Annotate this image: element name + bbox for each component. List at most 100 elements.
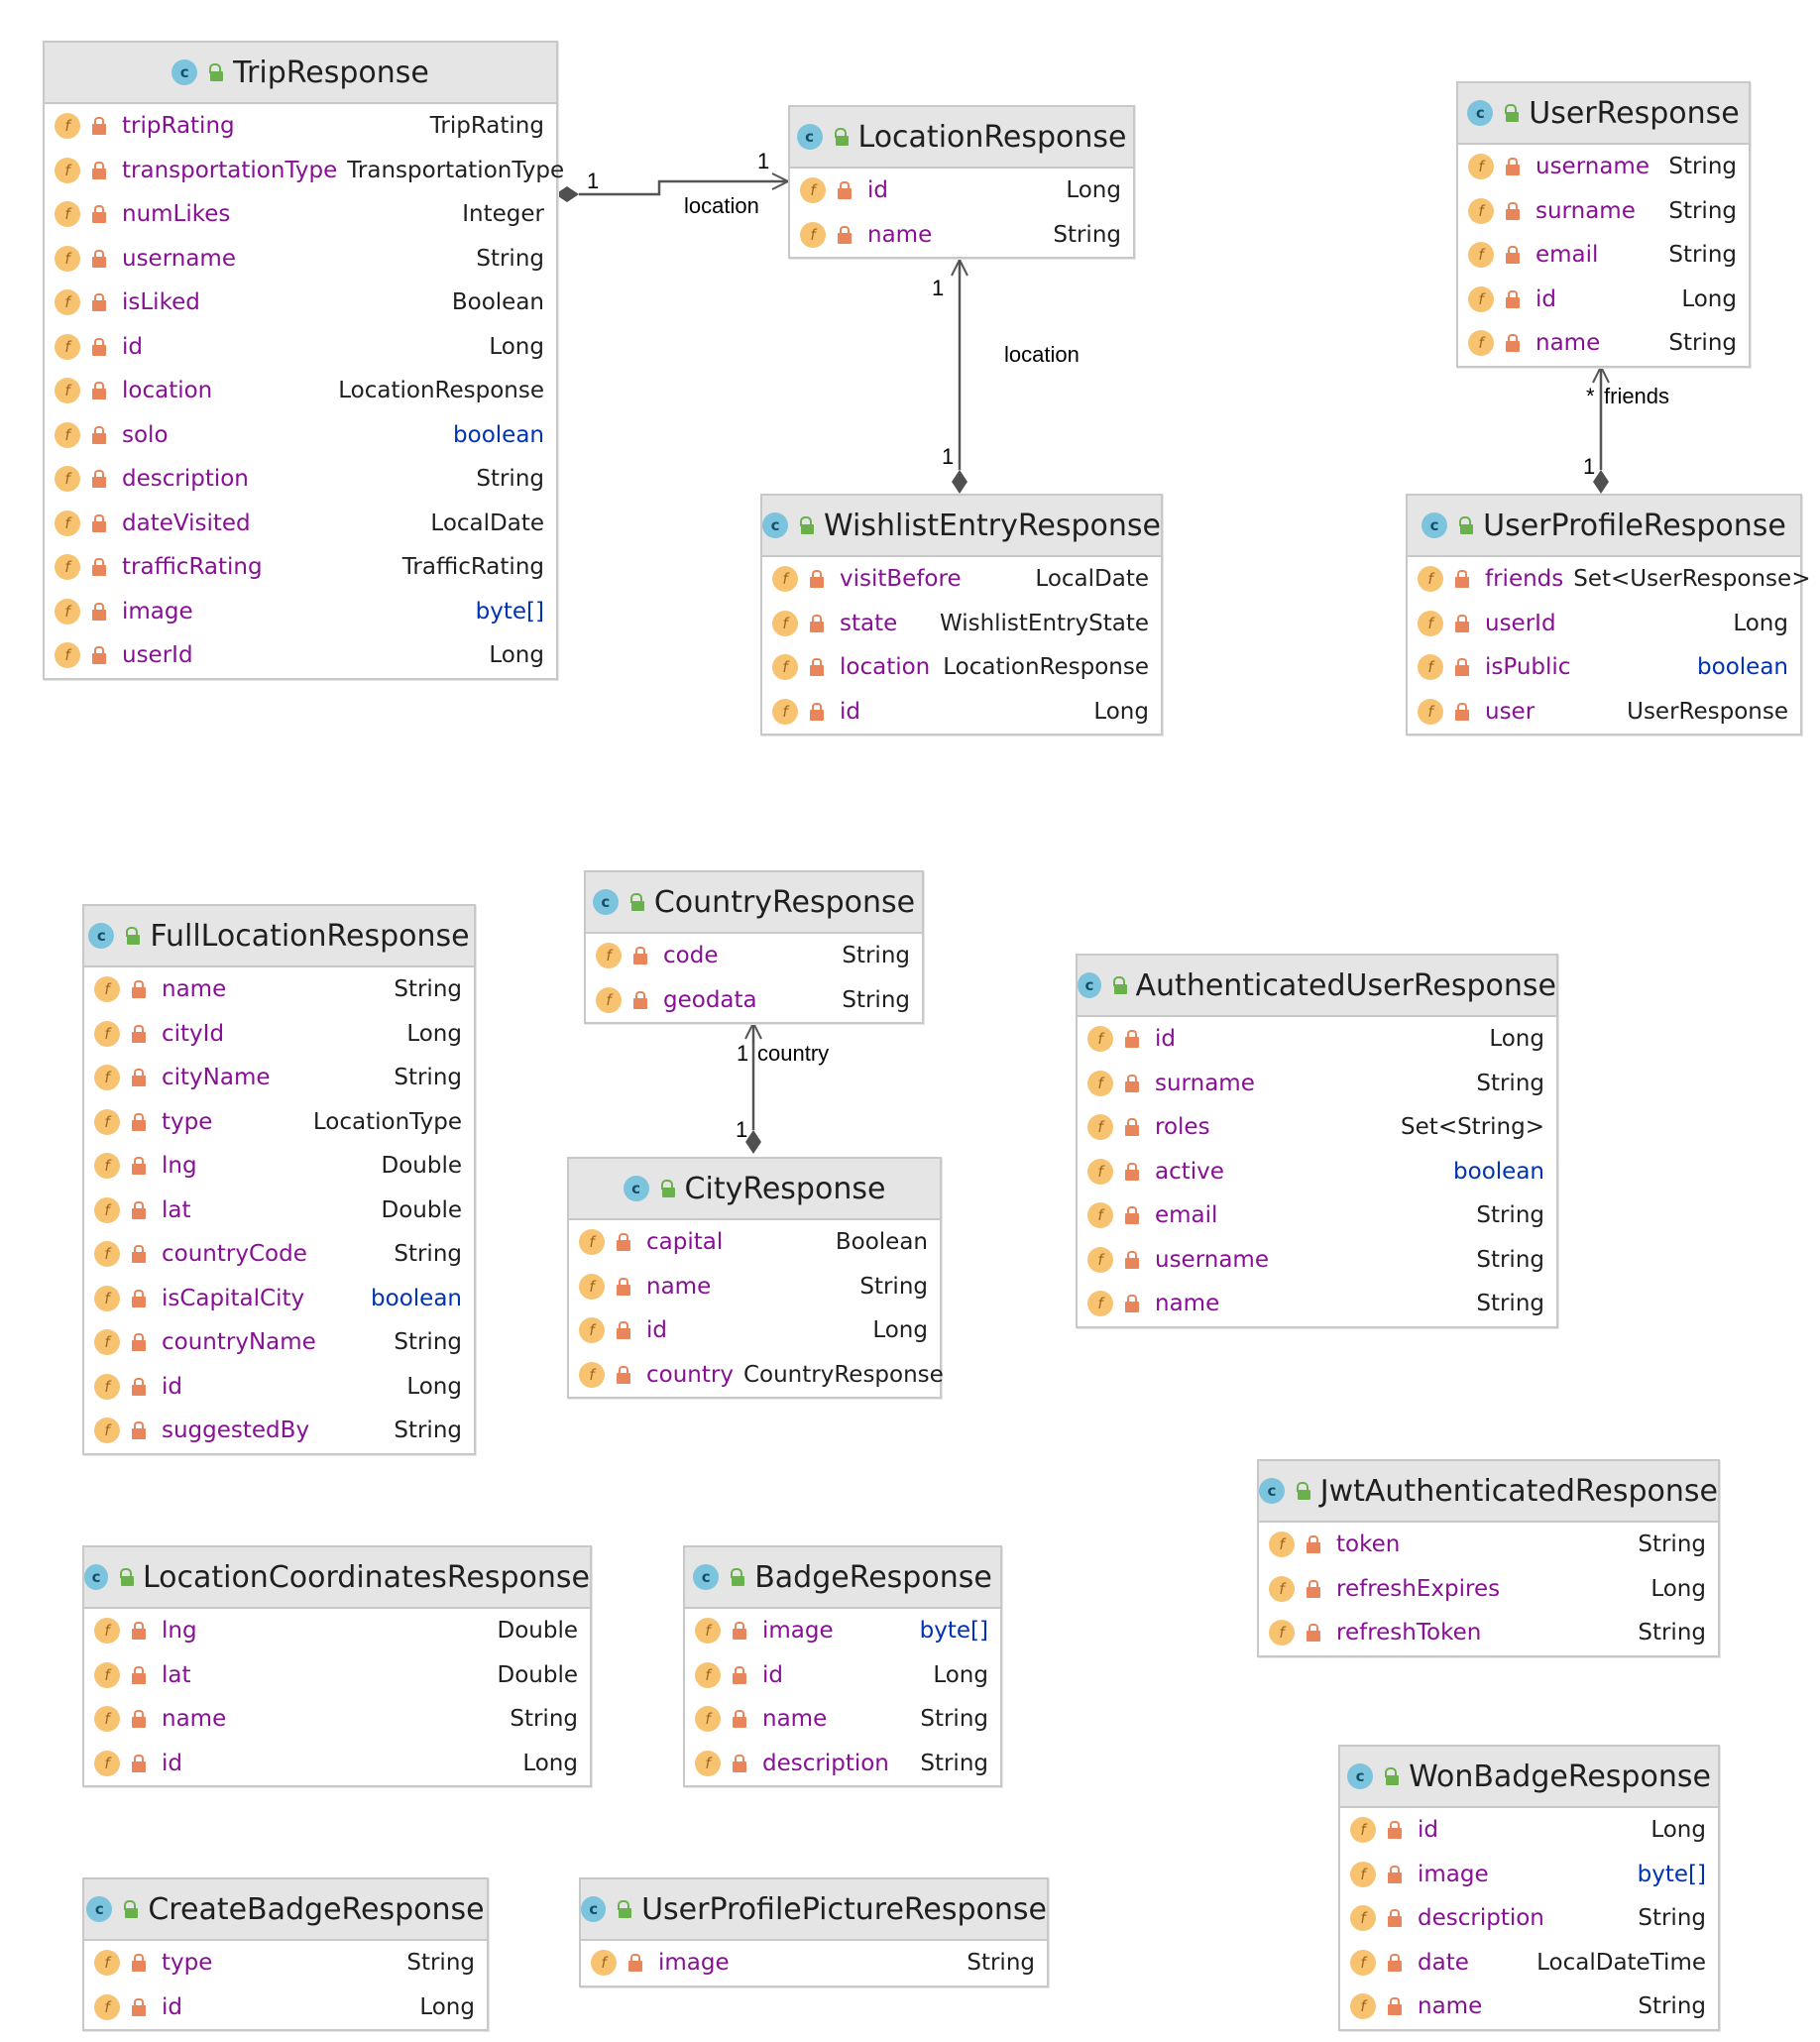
field-type: Boolean [835,1229,928,1256]
lock-shackle [840,181,850,191]
field-name: image [1418,1861,1489,1887]
lock-shackle [134,1665,144,1675]
lock-body [132,1717,146,1729]
public-lock-icon [616,1899,632,1919]
field-name: id [867,177,888,204]
public-lock-icon [1383,1766,1400,1786]
lock-body [132,1961,146,1973]
lock-body [132,1031,146,1043]
lock-body [210,71,224,81]
field-f-icon: f [1468,242,1494,269]
field-type: String [476,466,544,493]
field-name: id [162,1750,182,1776]
